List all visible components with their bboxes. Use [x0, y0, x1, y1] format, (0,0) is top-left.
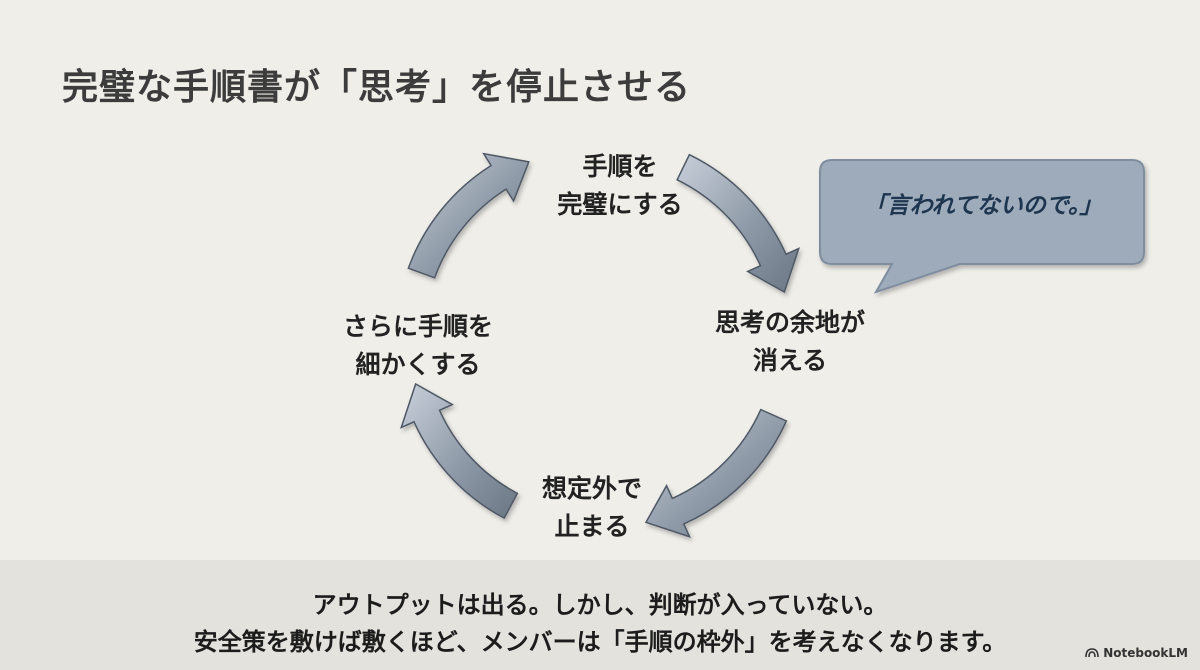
- cycle-arrow-bottom-left: [399, 382, 519, 520]
- caption-line-2: 安全策を敷けば敷くほど、メンバーは「手順の枠外」を考えなくなります。: [193, 628, 1007, 656]
- speech-bubble-text: 「言われてないので。」: [863, 193, 1103, 219]
- notebooklm-brand: NotebookLM: [1085, 646, 1188, 660]
- speech-bubble: [819, 159, 1145, 294]
- cycle-node-perfect-procedure: 手順を 完璧にする: [557, 152, 683, 219]
- cycle-diagram: [399, 152, 1145, 539]
- notebooklm-logo-icon: [1085, 648, 1099, 658]
- caption-line-1: アウトプットは出る。しかし、判断が入っていない。: [312, 591, 888, 619]
- cycle-arrow-bottom-right: [644, 408, 788, 539]
- cycle-node-stops-at-unexpected: 想定外で 止まる: [541, 474, 642, 541]
- cycle-node-more-detail: さらに手順を 細かくする: [342, 312, 493, 379]
- cycle-node-no-room-to-think: 思考の余地が 消える: [714, 308, 865, 375]
- caption-band: [0, 560, 1200, 670]
- cycle-arrow-top-right: [676, 153, 801, 294]
- brand-label: NotebookLM: [1103, 646, 1188, 660]
- cycle-arrow-top-left: [407, 152, 530, 279]
- slide-title: 完璧な手順書が「思考」を停止させる: [62, 67, 692, 108]
